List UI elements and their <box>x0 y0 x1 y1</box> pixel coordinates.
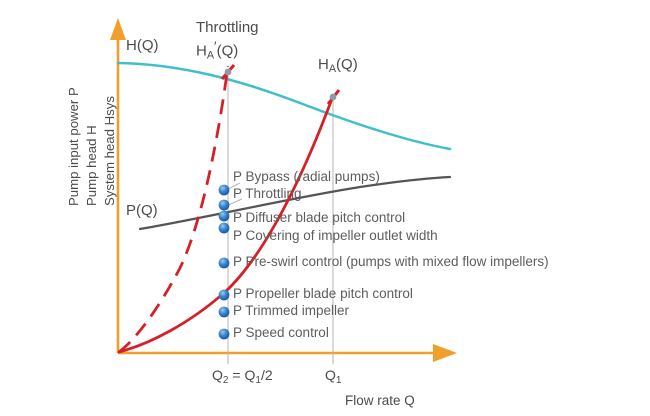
q1-prefix: Q <box>325 367 336 383</box>
legend-item-speed-control: P Speed control <box>233 325 329 340</box>
y-axis-title: Pump input power P Pump head H System he… <box>52 38 117 208</box>
ha-prime-base: H <box>196 42 207 60</box>
curve-ha-q <box>117 94 335 354</box>
q2-sub2: 1 <box>255 374 261 386</box>
q2-sub: 2 <box>222 374 229 386</box>
y-axis-arrow-icon <box>110 18 126 40</box>
ha-prime-mark: ′ <box>214 39 217 54</box>
legend-item-covering-impeller-outlet-width: P Covering of impeller outlet width <box>233 228 438 243</box>
q2-suffix: /2 <box>260 367 273 383</box>
curve-label-p-q: P(Q) <box>126 202 158 219</box>
ha-tail: (Q) <box>336 56 358 73</box>
operating-point-q1 <box>326 89 341 105</box>
legend-item-pre-swirl-control: P Pre-swirl control (pumps with mixed fl… <box>233 254 549 269</box>
ha-base: H <box>318 56 329 73</box>
operating-point-q2 <box>220 64 236 80</box>
legend-item-propeller-blade-pitch-control: P Propeller blade pitch control <box>233 286 413 301</box>
y-axis-title-line-1: Pump input power P <box>66 87 81 206</box>
y-axis-title-line-3: System head Hsys <box>102 96 117 206</box>
legend-item-bypass: P Bypass (radial pumps) <box>233 169 380 184</box>
curve-p-q <box>138 175 452 231</box>
legend-markers <box>218 184 230 340</box>
curve-label-ha-prime-q: HA′(Q) <box>196 39 239 62</box>
xtick-label-q2: Q2 = Q1/2 <box>212 368 273 386</box>
curve-h-q <box>116 61 452 151</box>
legend-item-diffuser-blade-pitch-control: P Diffuser blade pitch control <box>233 210 406 225</box>
y-axis-title-line-2: Pump head H <box>84 125 99 206</box>
curve-label-ha-q: HA(Q) <box>318 57 358 75</box>
curve-label-h-q: H(Q) <box>126 37 159 54</box>
ha-sub: A <box>328 63 337 76</box>
ha-prime-sub: A <box>206 49 215 62</box>
legend-item-trimmed-impeller: P Trimmed impeller <box>233 303 350 318</box>
x-axis-arrow-icon <box>433 344 457 362</box>
legend-item-throttling: P Throttling <box>233 186 302 201</box>
curve-ha-prime-q <box>118 65 230 354</box>
q1-sub: 1 <box>335 374 342 386</box>
chart-title: Throttling <box>196 19 259 36</box>
q2-prefix: Q <box>212 367 223 383</box>
x-axis-title: Flow rate Q <box>345 393 415 408</box>
ha-prime-tail: (Q) <box>216 42 239 60</box>
q2-mid: = Q <box>228 367 256 383</box>
xtick-label-q1: Q1 <box>325 368 342 386</box>
